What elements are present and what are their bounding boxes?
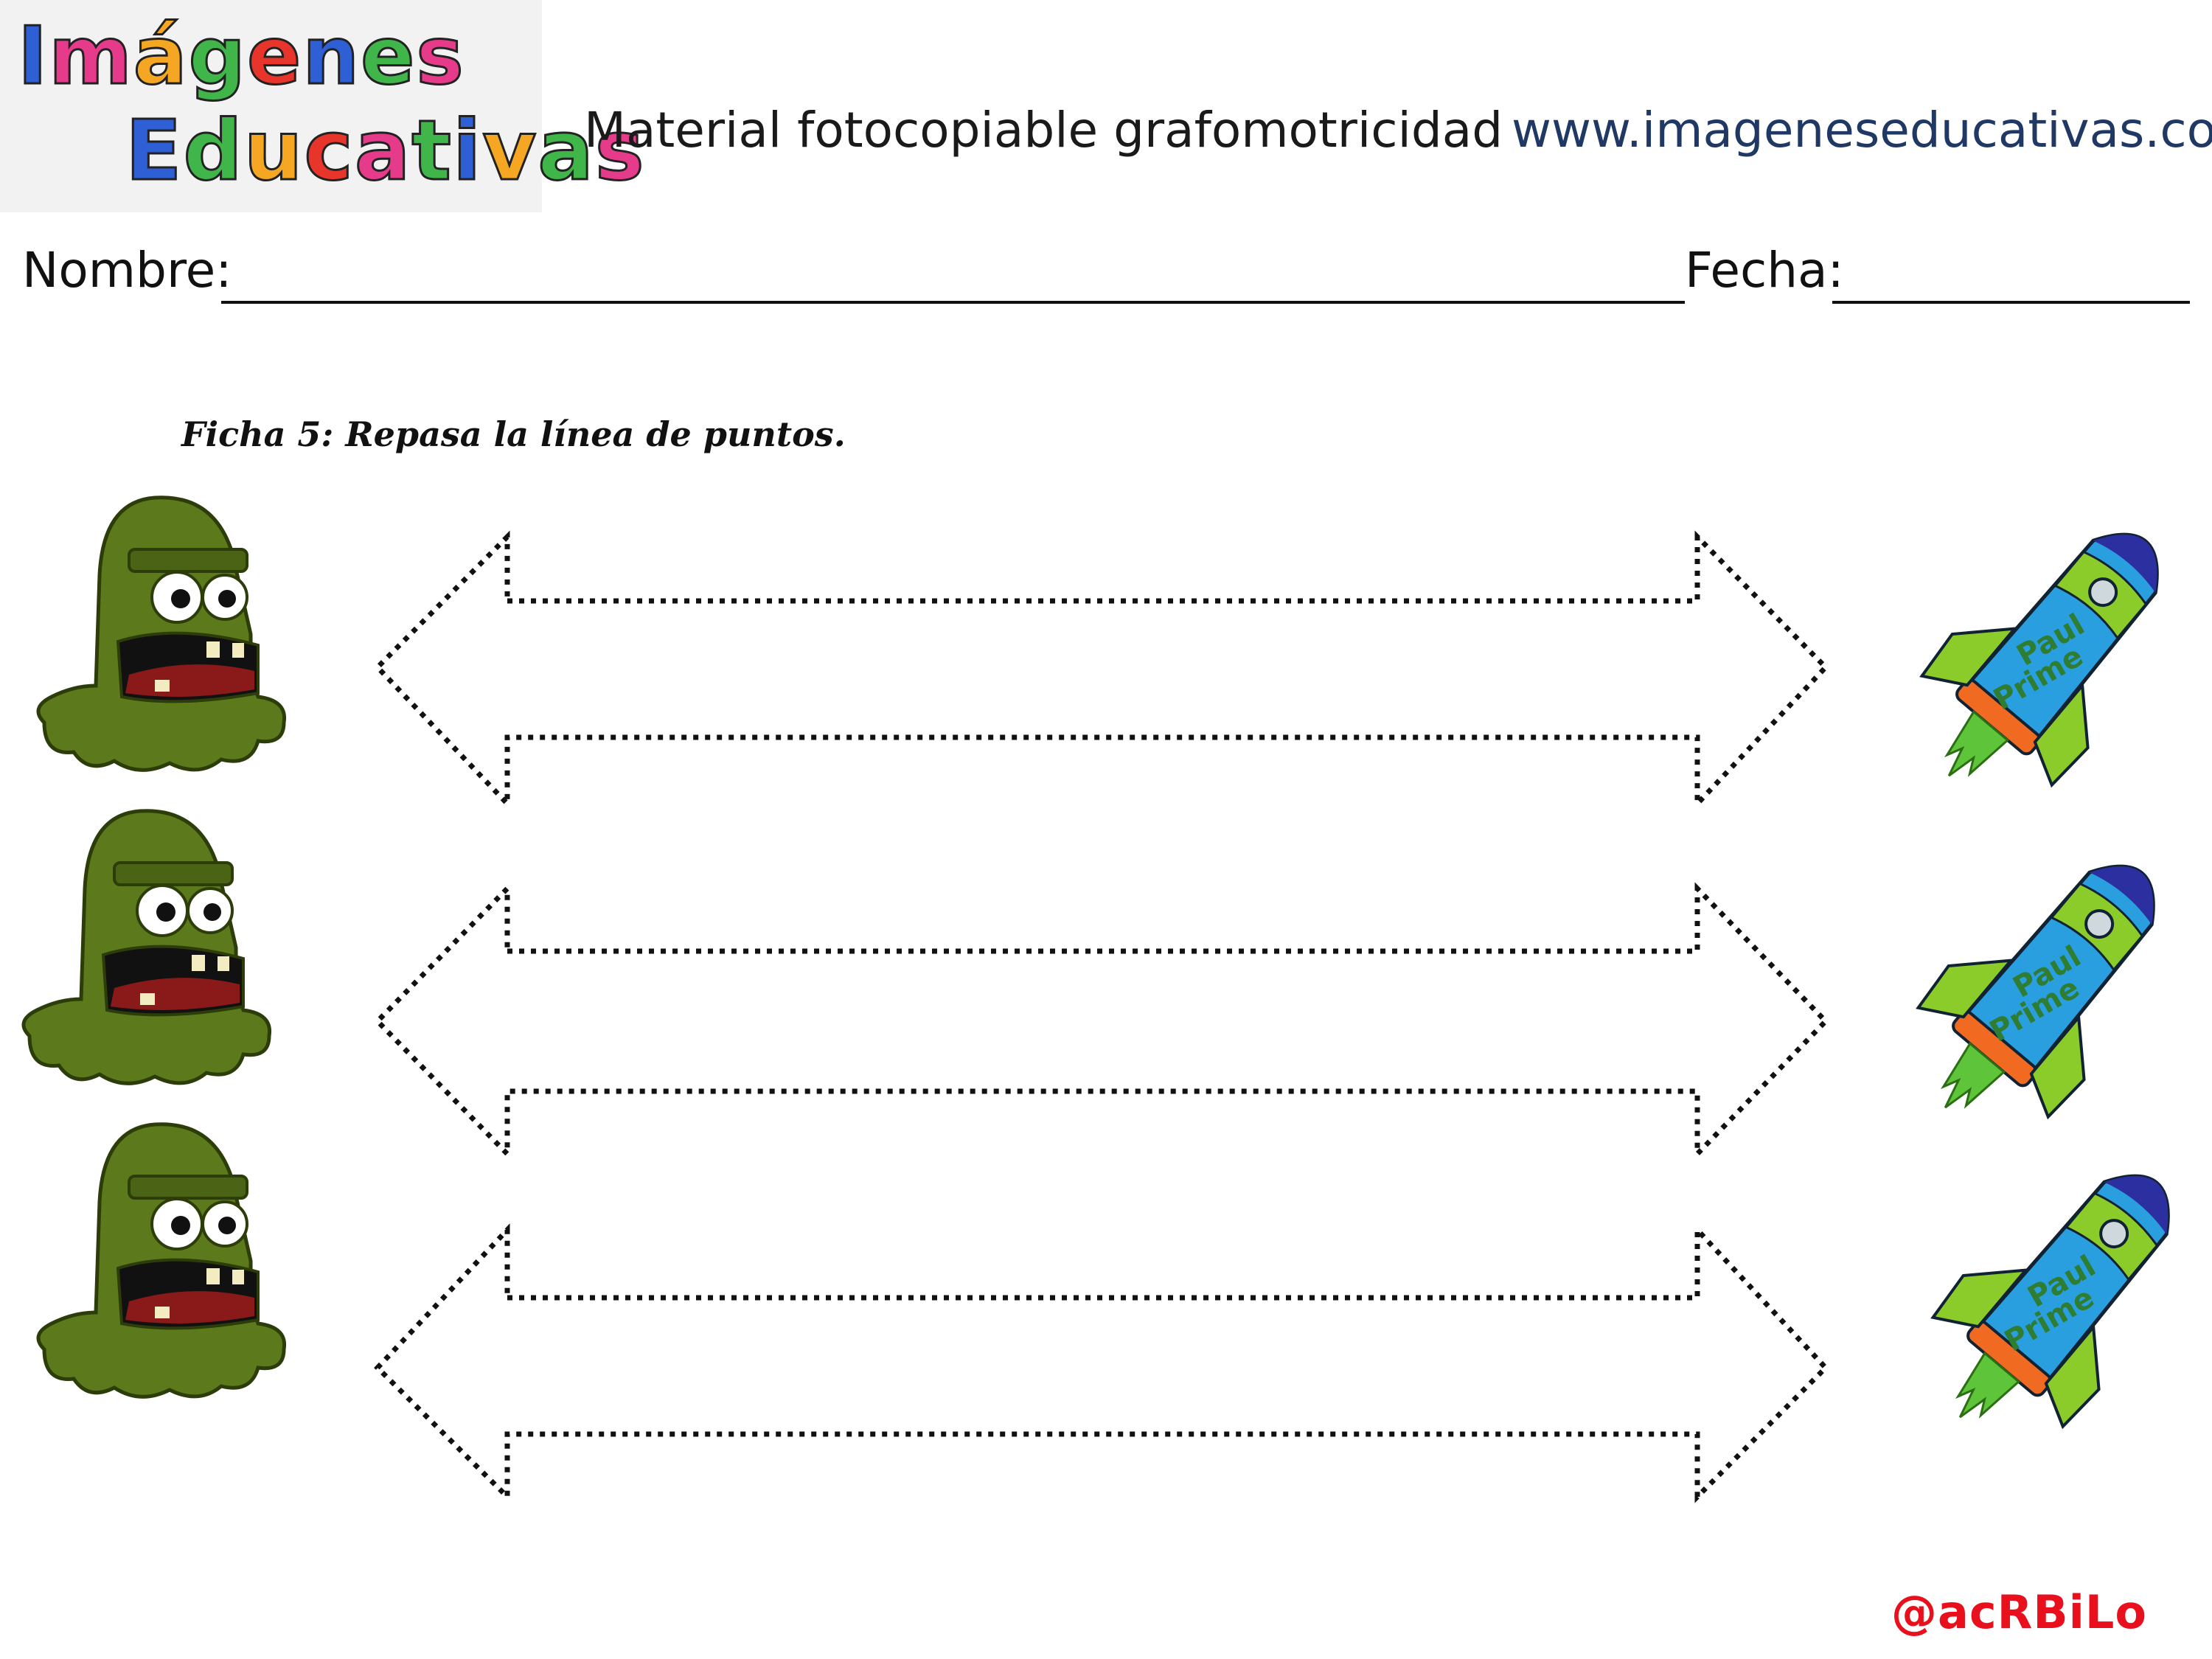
logo-letter: I <box>16 10 49 104</box>
logo-letter: u <box>243 102 305 201</box>
logo: Imágenes Educativas <box>0 0 645 212</box>
logo-letter: E <box>125 102 184 201</box>
logo-letter: g <box>187 10 247 104</box>
logo-letter: a <box>537 102 595 201</box>
logo-letter: d <box>182 102 244 201</box>
name-date-row: Nombre: Fecha: <box>22 242 2190 308</box>
monster-icon <box>15 800 280 1098</box>
dotted-arrow-1[interactable] <box>374 530 1829 810</box>
rocket-icon: Paul Prime <box>1888 487 2205 836</box>
monster-icon <box>29 487 295 785</box>
monster-icon <box>29 1113 295 1411</box>
logo-letter: e <box>360 10 417 104</box>
logo-line-educativas: Educativas <box>125 102 646 201</box>
rocket-icon: Paul Prime <box>1884 818 2201 1168</box>
dotted-arrow-3[interactable] <box>374 1223 1829 1503</box>
logo-letter: s <box>594 102 646 201</box>
name-field[interactable] <box>221 301 1685 304</box>
logo-letter: t <box>411 102 453 201</box>
material-title: Material fotocopiable grafomotricidad <box>584 102 1503 159</box>
website-url: www.imageneseducativas.com <box>1512 102 2212 159</box>
logo-letter: a <box>353 102 412 201</box>
logo-letter: s <box>415 10 465 104</box>
date-label: Fecha: <box>1685 242 1844 299</box>
date-field[interactable] <box>1832 301 2190 304</box>
name-label: Nombre: <box>22 242 232 299</box>
logo-letter: m <box>48 10 133 104</box>
logo-letter: c <box>303 102 355 201</box>
signature: @acRBiLo <box>1891 1585 2147 1639</box>
rocket-icon: Paul Prime <box>1899 1128 2212 1478</box>
logo-letter: á <box>132 10 189 104</box>
logo-line-imagenes: Imágenes <box>16 10 465 104</box>
logo-letter: v <box>481 102 538 201</box>
instruction-text: Ficha 5: Repasa la línea de puntos. <box>181 414 846 454</box>
logo-letter: e <box>246 10 303 104</box>
logo-letter: i <box>451 102 483 201</box>
dotted-arrow-2[interactable] <box>374 882 1829 1161</box>
logo-letter: n <box>302 10 361 104</box>
